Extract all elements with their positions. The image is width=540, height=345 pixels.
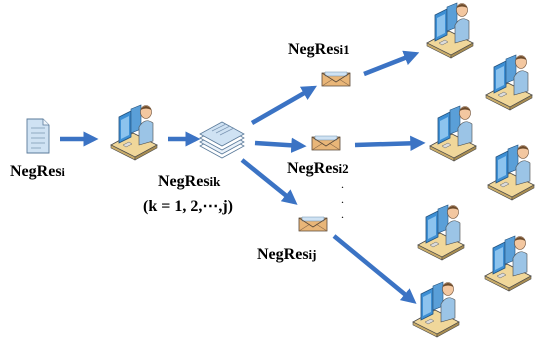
label-negres-ij-sub: ij — [308, 247, 317, 262]
label-negres-i2: NegResi2 — [287, 161, 349, 177]
label-negres-i2-base: NegRes — [287, 160, 339, 177]
recipient-workstation-icon-1 — [426, 2, 474, 59]
arrow-outj-to-recipient — [332, 234, 417, 304]
label-negres-i2-sub: i2 — [338, 161, 349, 176]
recipient-workstation-icon-6 — [484, 235, 532, 292]
recipient-workstation-icon-3 — [429, 105, 477, 162]
envelope-icon-i1 — [321, 71, 351, 87]
source-workstation-icon — [110, 104, 158, 161]
envelope-icon-ij — [298, 216, 328, 232]
arrows — [60, 50, 426, 304]
recipient-workstation-icon-7 — [412, 281, 460, 338]
label-negres-i: NegResi — [10, 164, 65, 180]
label-negres-ij-base: NegRes — [257, 246, 309, 263]
ellipsis-dot-1: . — [341, 177, 344, 191]
label-negres-ik-sub: ik — [209, 174, 221, 189]
arrow-out1-to-recipient — [363, 50, 420, 77]
label-negres-i1-sub: i1 — [339, 42, 350, 57]
recipient-workstation-icon-2 — [485, 54, 533, 111]
arrow-out2-to-recipient — [354, 135, 426, 151]
recipient-workstation-icon-4 — [487, 144, 535, 201]
label-negres-i-base: NegRes — [10, 163, 62, 180]
label-negres-i1-base: NegRes — [288, 41, 340, 58]
label-negres-ik-base: NegRes — [158, 173, 210, 190]
envelope-icon-i2 — [311, 135, 341, 151]
ellipsis-dot-3: . — [341, 207, 344, 221]
arrow-split-to-out2 — [254, 137, 307, 153]
label-negres-i-sub: i — [61, 165, 65, 179]
label-negres-ik: NegResik — [158, 174, 220, 190]
label-negres-ij: NegResij — [257, 247, 317, 263]
label-negres-i1: NegResi1 — [288, 42, 350, 58]
ellipsis-dot-2: . — [341, 192, 344, 206]
arrow-split-to-outj — [240, 158, 298, 205]
label-k-range: (k = 1, 2,⋯,j) — [143, 198, 233, 215]
arrow-split-to-out1 — [250, 85, 317, 125]
document-icon — [26, 118, 50, 154]
recipient-workstation-icon-5 — [417, 204, 465, 261]
document-stack-icon — [199, 121, 245, 159]
